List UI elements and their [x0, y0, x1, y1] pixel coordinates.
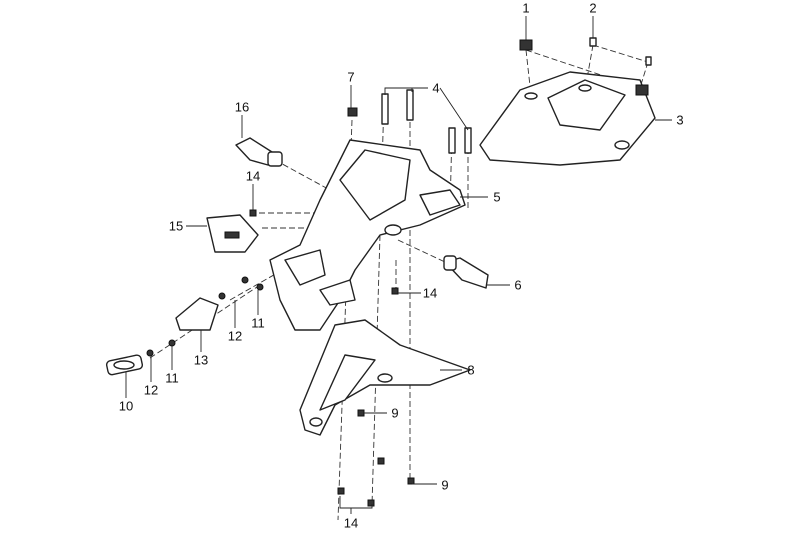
callout-2: 2: [589, 0, 597, 16]
callout-13: 13: [193, 352, 209, 368]
callout-12b: 12: [143, 382, 159, 398]
callout-3: 3: [676, 112, 684, 128]
callout-4: 4: [432, 80, 440, 96]
callout-1: 1: [522, 0, 530, 16]
callout-11b: 11: [165, 370, 179, 386]
reflector-holder: [175, 297, 219, 331]
seat-cowl-plate: [479, 71, 656, 166]
callout-10: 10: [118, 398, 134, 414]
callout-14b: 14: [422, 285, 438, 301]
callout-12a: 12: [227, 328, 243, 344]
callout-6: 6: [514, 277, 522, 293]
leader-lines: [125, 16, 672, 514]
rear-fender: [299, 319, 471, 436]
callout-8: 8: [467, 362, 475, 378]
callout-16: 16: [234, 99, 250, 115]
bolts: [146, 37, 652, 507]
callout-11a: 11: [251, 315, 265, 331]
rear-frame-bracket: [269, 139, 466, 331]
callout-14a: 14: [245, 168, 261, 184]
callout-14c: 14: [343, 515, 359, 531]
license-light: [206, 214, 259, 253]
callout-15: 15: [168, 218, 184, 234]
callout-9a: 9: [391, 405, 399, 421]
callout-7: 7: [347, 69, 355, 85]
right-turn-signal: [443, 255, 489, 289]
callout-5: 5: [493, 189, 501, 205]
left-turn-signal: [235, 137, 283, 167]
callout-9b: 9: [441, 477, 449, 493]
reflector: [105, 354, 144, 376]
